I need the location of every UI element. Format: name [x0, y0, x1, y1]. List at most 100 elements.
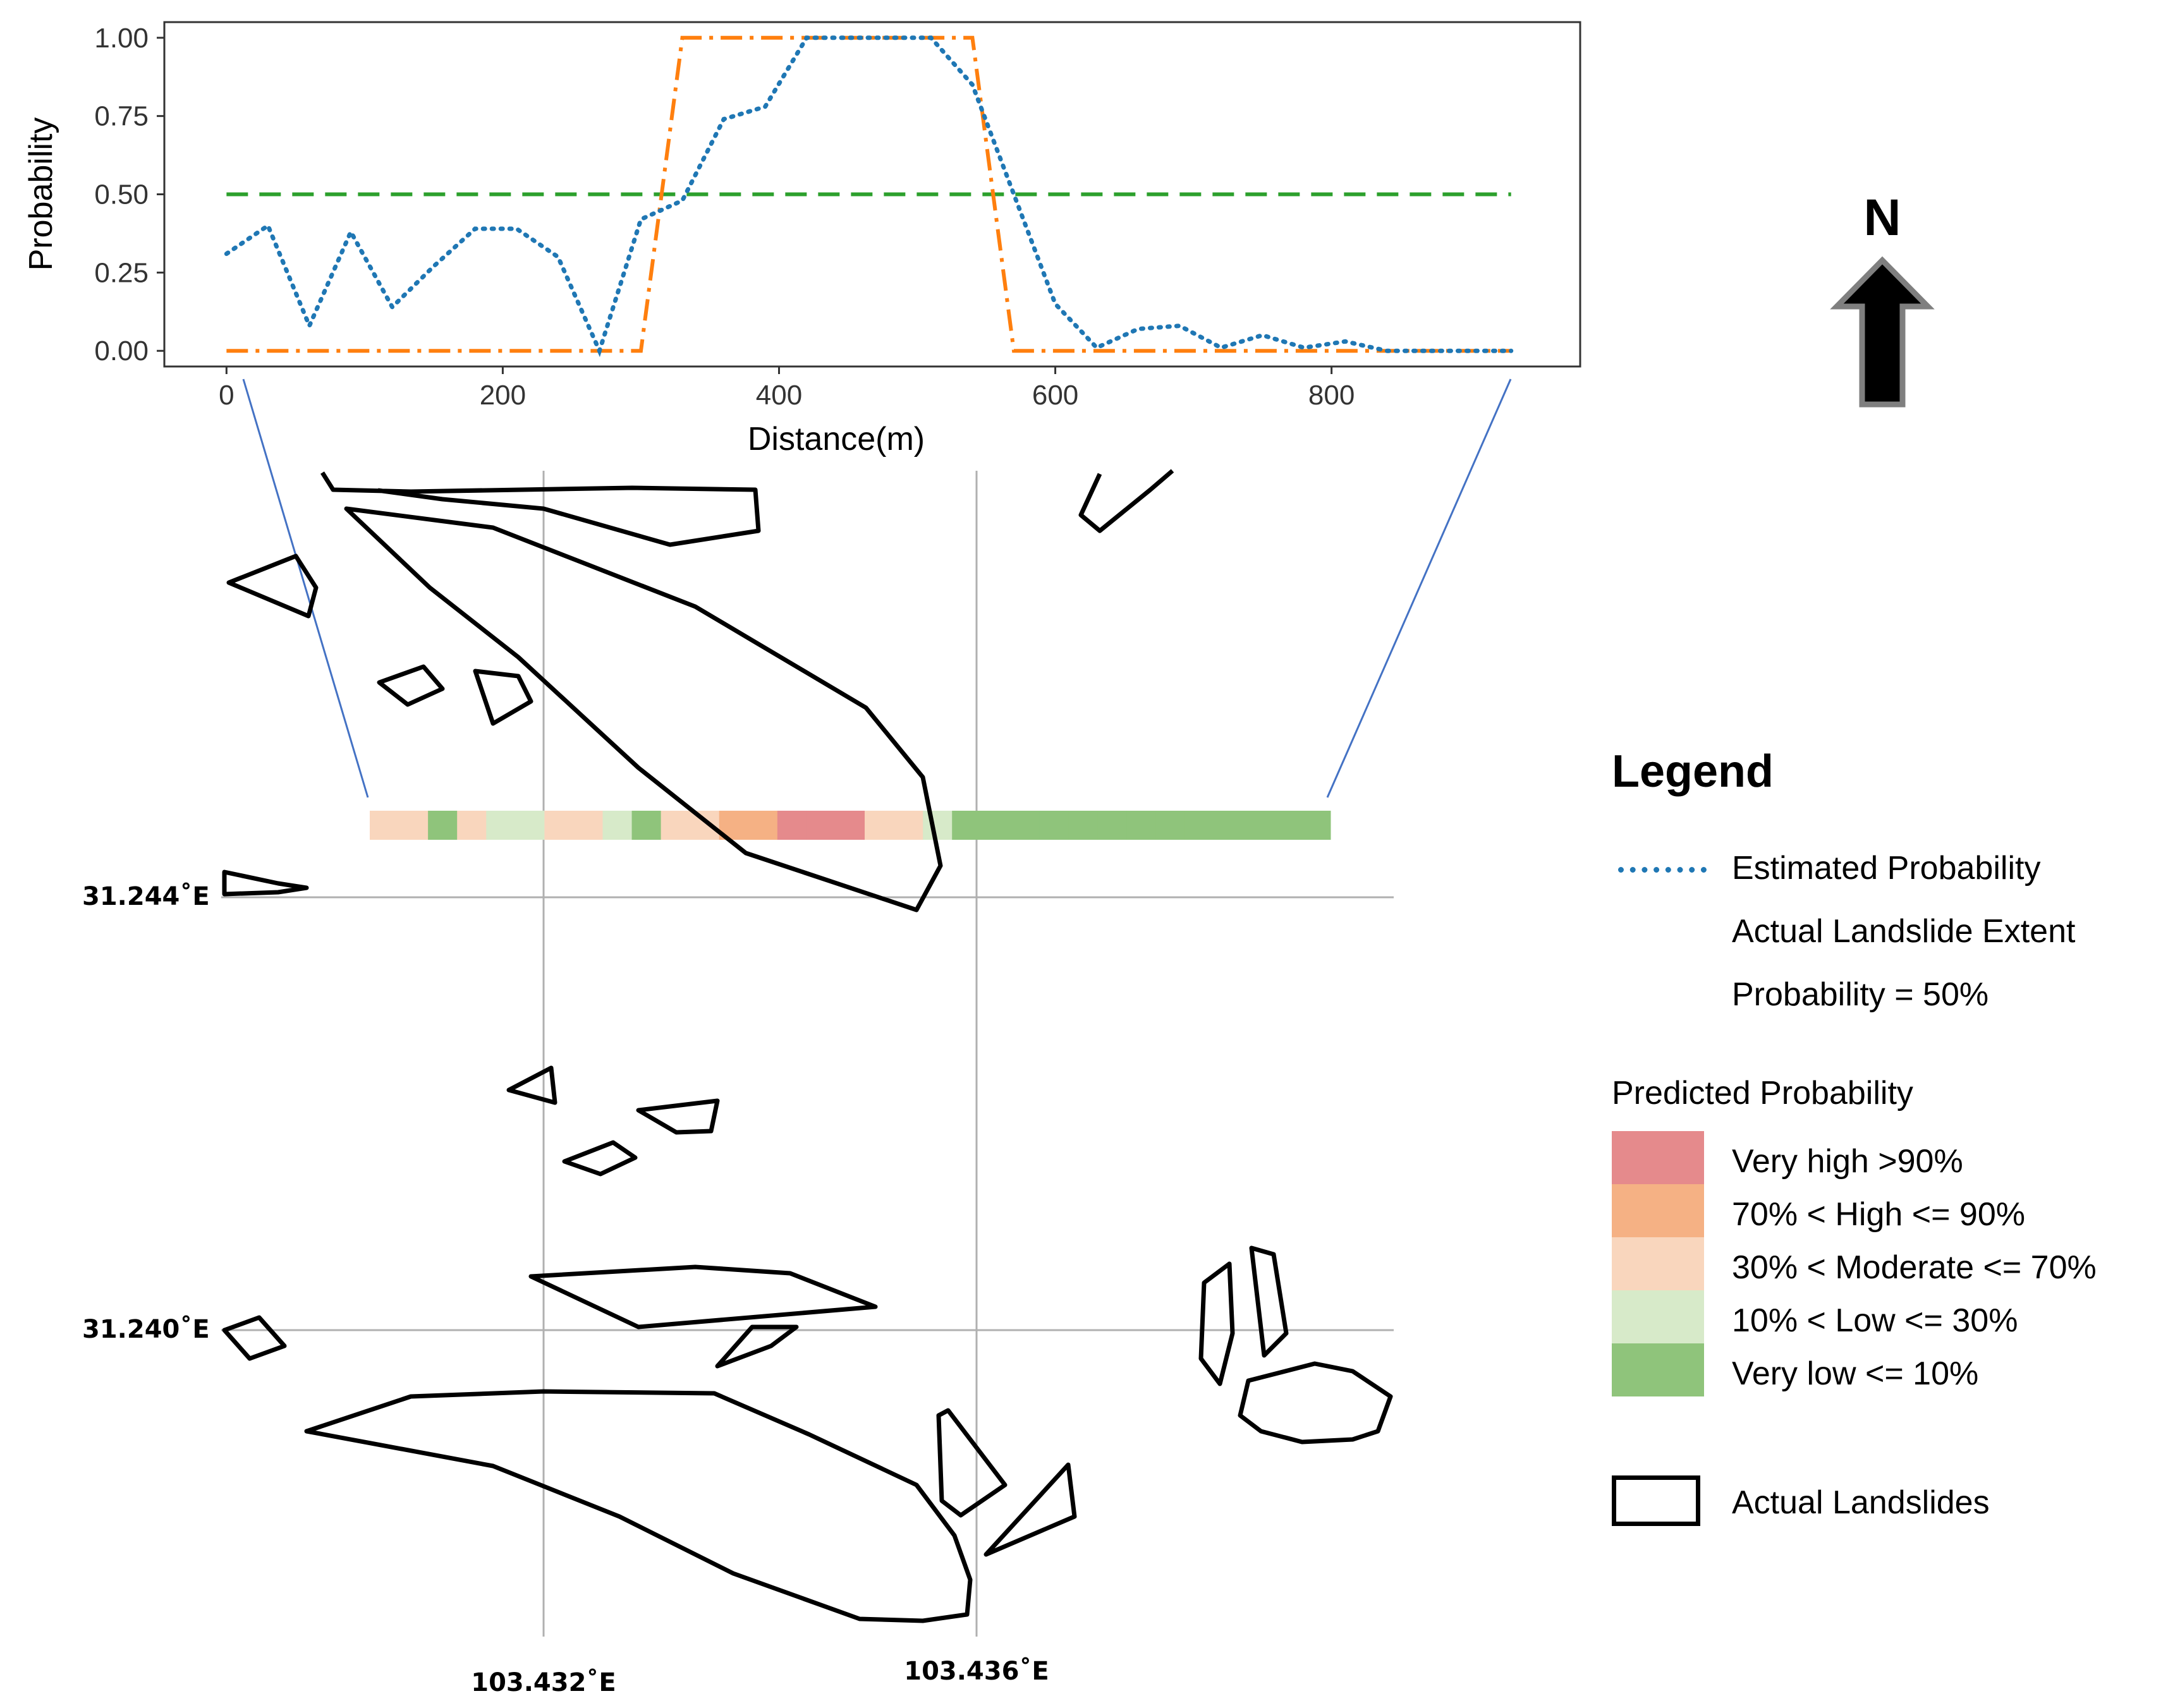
legend-label: Actual Landslide Extent: [1732, 913, 2076, 950]
landslide-polygon: [506, 1065, 557, 1105]
class-label: Very low <= 10%: [1732, 1355, 1979, 1392]
transect-cell: [486, 811, 516, 840]
transect-cell: [428, 811, 458, 840]
transect-cell: [894, 811, 923, 840]
lat-label: 31.244˚E: [82, 881, 210, 911]
swatch-low: [1612, 1290, 1704, 1343]
transect-cell: [515, 811, 545, 840]
class-label: 70% < High <= 90%: [1732, 1196, 2025, 1233]
swatch-moderate: [1612, 1237, 1704, 1290]
north-label: N: [1863, 189, 1901, 246]
y-tick-label: 0.25: [94, 257, 149, 288]
swatch-very-low: [1612, 1343, 1704, 1396]
landslide-polygon: [226, 554, 319, 619]
landslide-map: 31.244˚E 31.240˚E 103.432˚E 103.436˚E: [82, 469, 1394, 1697]
dotted-line-icon: [1618, 867, 1707, 873]
y-tick-label: 0.75: [94, 101, 149, 132]
transect-cell: [1214, 811, 1244, 840]
landslide-polygon: [222, 869, 309, 897]
transect-cell: [602, 811, 633, 840]
transect-cell: [573, 811, 603, 840]
x-tick-label: 600: [1032, 380, 1078, 411]
landslide-polygon: [1078, 469, 1174, 533]
transect-cell: [1039, 811, 1069, 840]
connector-line-left: [242, 379, 369, 798]
transect-cell: [1243, 811, 1273, 840]
transect-cell: [923, 811, 953, 840]
class-label: 10% < Low <= 30%: [1732, 1302, 2018, 1339]
landslide-polygon: [936, 1408, 1008, 1518]
landslide-polygon: [320, 471, 761, 547]
swatch-very-high: [1612, 1131, 1704, 1184]
landslide-polygon: [562, 1140, 638, 1177]
transect-cell: [1155, 811, 1186, 840]
transect-cell: [631, 811, 662, 840]
landslide-polygon: [984, 1462, 1077, 1557]
y-tick-label: 1.00: [94, 23, 149, 54]
landslide-polygon: [528, 1264, 878, 1329]
series-line-dashdot: [226, 35, 1511, 353]
class-label: 30% < Moderate <= 70%: [1732, 1249, 2097, 1286]
legend-entry-actual-extent: Actual Landslide Extent: [1612, 904, 2155, 960]
transect-cell: [1301, 811, 1331, 840]
landslide-polygon: [344, 506, 943, 912]
north-arrow: N: [1830, 189, 1935, 408]
x-tick-label: 200: [480, 380, 526, 411]
legend-entry-threshold: Probability = 50%: [1612, 967, 2155, 1024]
landslide-polygon: [222, 1315, 287, 1361]
transect-cell: [1126, 811, 1157, 840]
class-label: Very high >90%: [1732, 1143, 1963, 1180]
y-tick-label: 0.00: [94, 336, 149, 366]
x-tick-label: 0: [219, 380, 234, 411]
transect-cell: [952, 811, 982, 840]
transect-cell: [690, 811, 720, 840]
x-tick-label: 400: [756, 380, 802, 411]
transect-cell: [1097, 811, 1128, 840]
legend-label: Probability = 50%: [1732, 976, 1989, 1013]
landslide-polygon: [1198, 1261, 1235, 1386]
transect-cell: [1068, 811, 1099, 840]
landslide-polygon: [636, 1098, 720, 1135]
transect-cell: [777, 811, 807, 840]
legend-entry-estimated: Estimated Probability: [1612, 840, 2155, 897]
transect-cell: [1010, 811, 1040, 840]
x-axis-label: Distance(m): [748, 421, 925, 457]
transect-cell: [748, 811, 778, 840]
predicted-probability-title: Predicted Probability: [1612, 1075, 1913, 1111]
lon-label: 103.432˚E: [471, 1668, 616, 1697]
landslide-polygon: [715, 1324, 799, 1369]
y-tick-label: 0.50: [94, 179, 149, 210]
landslide-polygon: [304, 1389, 973, 1623]
landslides-label: Actual Landslides: [1732, 1484, 1990, 1521]
swatch-high: [1612, 1184, 1704, 1237]
landslide-polygon: [1249, 1245, 1289, 1358]
probability-chart: 0 200 400 600 800 0.00 0.25 0.50 0.75 1.00 Dista…: [23, 21, 1581, 457]
connector-line-right: [1326, 379, 1512, 798]
landslide-polygon: [473, 669, 533, 726]
transect-cell: [806, 811, 836, 840]
transect-cell: [661, 811, 691, 840]
series-line-dotted: [224, 35, 1514, 358]
transect-strip: [370, 811, 1331, 840]
transect-cell: [370, 811, 399, 840]
landslide-polygon: [1238, 1361, 1393, 1445]
transect-cell: [544, 811, 574, 840]
landslide-polygon: [377, 664, 445, 707]
transect-cell: [835, 811, 865, 840]
lon-label: 103.436˚E: [904, 1656, 1049, 1686]
transect-cell: [1184, 811, 1215, 840]
transect-cell: [457, 811, 487, 840]
legend-title: Legend: [1612, 746, 1774, 797]
x-tick-label: 800: [1308, 380, 1355, 411]
transect-cell: [1272, 811, 1302, 840]
transect-cell: [865, 811, 894, 840]
landslide-swatch: [1612, 1475, 1700, 1526]
y-axis-label: Probability: [23, 118, 59, 271]
lat-label: 31.240˚E: [82, 1314, 210, 1344]
transect-cell: [399, 811, 429, 840]
legend: Legend Estimated Probability Actual Land…: [1612, 746, 2155, 1567]
transect-cell: [981, 811, 1011, 840]
north-arrow-icon: [1830, 256, 1935, 408]
legend-label: Estimated Probability: [1732, 850, 2041, 887]
